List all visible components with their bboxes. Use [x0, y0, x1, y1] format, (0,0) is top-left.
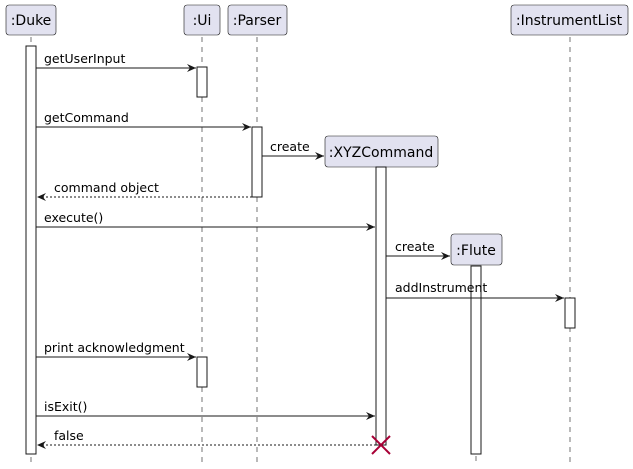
participant-label: :XYZCommand: [329, 145, 433, 161]
message-label: getCommand: [44, 110, 129, 125]
message-label: print acknowledgment: [44, 340, 185, 355]
message-label: execute(): [44, 210, 103, 225]
message-execute: execute(): [36, 210, 375, 231]
activation-duke: [25, 45, 37, 455]
message-command-object: command object: [37, 180, 252, 201]
participant-label: :InstrumentList: [516, 13, 623, 29]
message-addinstrument: addInstrument: [386, 280, 564, 302]
message-isexit: isExit(): [36, 399, 375, 420]
activation-ui-2: [196, 356, 208, 388]
message-label: addInstrument: [395, 280, 487, 295]
participant-flute: :Flute: [450, 233, 503, 266]
participant-label: :Duke: [11, 13, 52, 29]
activation-instrumentlist: [564, 297, 576, 329]
message-print-acknowledgment: print acknowledgment: [36, 340, 196, 361]
message-label: create: [270, 139, 310, 154]
participant-parser: :Parser: [227, 4, 288, 36]
message-label: isExit(): [44, 399, 87, 414]
activation-xyzcommand: [375, 166, 387, 446]
participant-ui: :Ui: [183, 4, 221, 36]
message-label: false: [54, 428, 84, 443]
activation-parser: [251, 126, 263, 198]
message-create-flute: create: [386, 239, 450, 260]
message-getuserinput: getUserInput: [36, 51, 196, 72]
message-label: create: [395, 239, 435, 254]
message-getcommand: getCommand: [36, 110, 251, 131]
participant-xyzcommand: :XYZCommand: [324, 135, 439, 168]
participant-duke: :Duke: [5, 4, 57, 36]
message-label: command object: [54, 180, 159, 195]
participant-label: :Parser: [233, 13, 282, 29]
activation-ui-1: [196, 66, 208, 98]
message-create-xyzcommand: create: [262, 139, 324, 160]
participant-label: :Ui: [193, 13, 212, 29]
participant-label: :Flute: [456, 243, 496, 259]
participant-instrumentlist: :InstrumentList: [510, 4, 629, 36]
message-false: false: [37, 428, 376, 449]
message-label: getUserInput: [44, 51, 125, 66]
destroy-marker: [371, 435, 391, 455]
activation-flute: [470, 265, 482, 455]
